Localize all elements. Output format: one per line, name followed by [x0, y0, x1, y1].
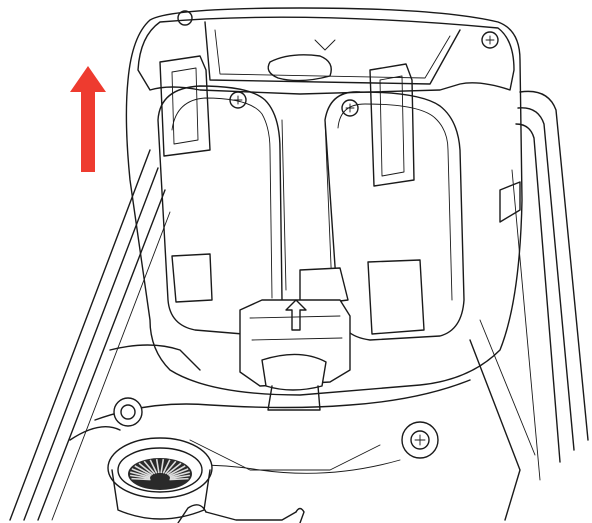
housing-right-wall-rib: [511, 169, 541, 481]
housing-left-wall-inner: [37, 189, 166, 521]
corner-screw-right-cross: [485, 35, 495, 45]
spring-tooth: [130, 471, 151, 479]
spring-tooth: [169, 477, 189, 481]
battery-side-step: [499, 181, 521, 223]
spring-tooth: [134, 465, 152, 476]
connector-top-block: [299, 267, 349, 307]
spring-tooth: [166, 462, 182, 476]
spring-tooth: [131, 468, 151, 478]
housing-right-lower-edge: [469, 339, 521, 521]
cell-left-label-recess: [171, 253, 213, 303]
housing-left-wall-mid: [23, 167, 159, 521]
screw-head-left: [120, 404, 136, 420]
cell-left-inner-edge: [171, 97, 273, 299]
housing-right-wall-outer: [519, 90, 589, 441]
bottom-probe: [177, 504, 305, 523]
screw-head-right: [410, 430, 430, 450]
connector-base: [267, 385, 321, 411]
cell-right-label-recess: [367, 259, 425, 335]
cell-right-screw: [341, 99, 359, 117]
spring-teeth: [130, 458, 190, 481]
spring-connector-core: [128, 458, 192, 490]
housing-right-lower-rib: [479, 319, 536, 456]
battery-release-tab: [267, 54, 332, 82]
cell-left-screw-cross: [233, 95, 243, 105]
battery-top-rim: [137, 16, 515, 95]
probe-left-hook: [177, 504, 207, 523]
tab-arrow-mark: [314, 39, 336, 51]
screw-boss-left: [113, 397, 143, 427]
housing-left-wall-outer: [9, 149, 151, 521]
tray-floor-edge: [94, 379, 471, 421]
battery-pack: [125, 7, 523, 396]
battery-body: [125, 7, 523, 396]
spring-tooth: [169, 471, 190, 479]
battery-center-spine: [281, 119, 333, 291]
spring-tooth: [138, 462, 154, 476]
cell-left-screw: [229, 91, 247, 109]
screw-slot-right: [414, 434, 426, 446]
spring-connector-body: [111, 469, 211, 520]
cell-right-inner-edge: [337, 103, 453, 301]
cell-right-screw-cross: [345, 103, 355, 113]
spring-tooth: [143, 460, 156, 475]
device-housing: [9, 90, 589, 521]
battery-clip-right: [369, 63, 415, 187]
removal-arrow: [70, 66, 106, 172]
battery-clip-left-inner: [171, 67, 199, 145]
spring-tooth: [149, 459, 158, 474]
spring-tooth: [169, 474, 190, 480]
tray-left-corner: [69, 426, 121, 441]
spring-tooth: [160, 458, 165, 474]
spring-tooth: [162, 459, 171, 474]
up-arrow-icon: [70, 66, 106, 172]
housing-right-wall-inner: [515, 123, 561, 463]
tray-left-rim: [109, 344, 201, 371]
connector-latch: [261, 353, 327, 391]
spring-tooth: [169, 468, 189, 478]
corner-screw-left: [177, 10, 193, 26]
connector-up-arrow-mark: [285, 299, 307, 331]
battery-top-recess: [204, 21, 461, 85]
tray-inner-ridge: [189, 439, 381, 471]
spring-connector: [107, 437, 213, 520]
battery-clip-left: [159, 55, 211, 157]
housing-right-wall-mid: [517, 107, 575, 451]
spring-tooth: [168, 465, 186, 476]
spring-tooth: [130, 474, 151, 480]
probe-right-hook: [295, 507, 305, 523]
spring-tooth: [164, 460, 177, 475]
spring-tooth: [155, 458, 160, 474]
connector-ribs: [249, 315, 343, 341]
battery-cell-left: [157, 85, 283, 336]
battery-top-recess-inner: [214, 29, 451, 79]
housing-left-wall-rib: [51, 211, 171, 521]
battery-clip-right-inner: [379, 75, 405, 177]
corner-screw-right: [481, 31, 499, 49]
spring-tooth: [131, 477, 151, 481]
battery-connector: [239, 267, 351, 411]
battery-cell-right: [324, 91, 465, 341]
probe-bar: [205, 511, 297, 521]
